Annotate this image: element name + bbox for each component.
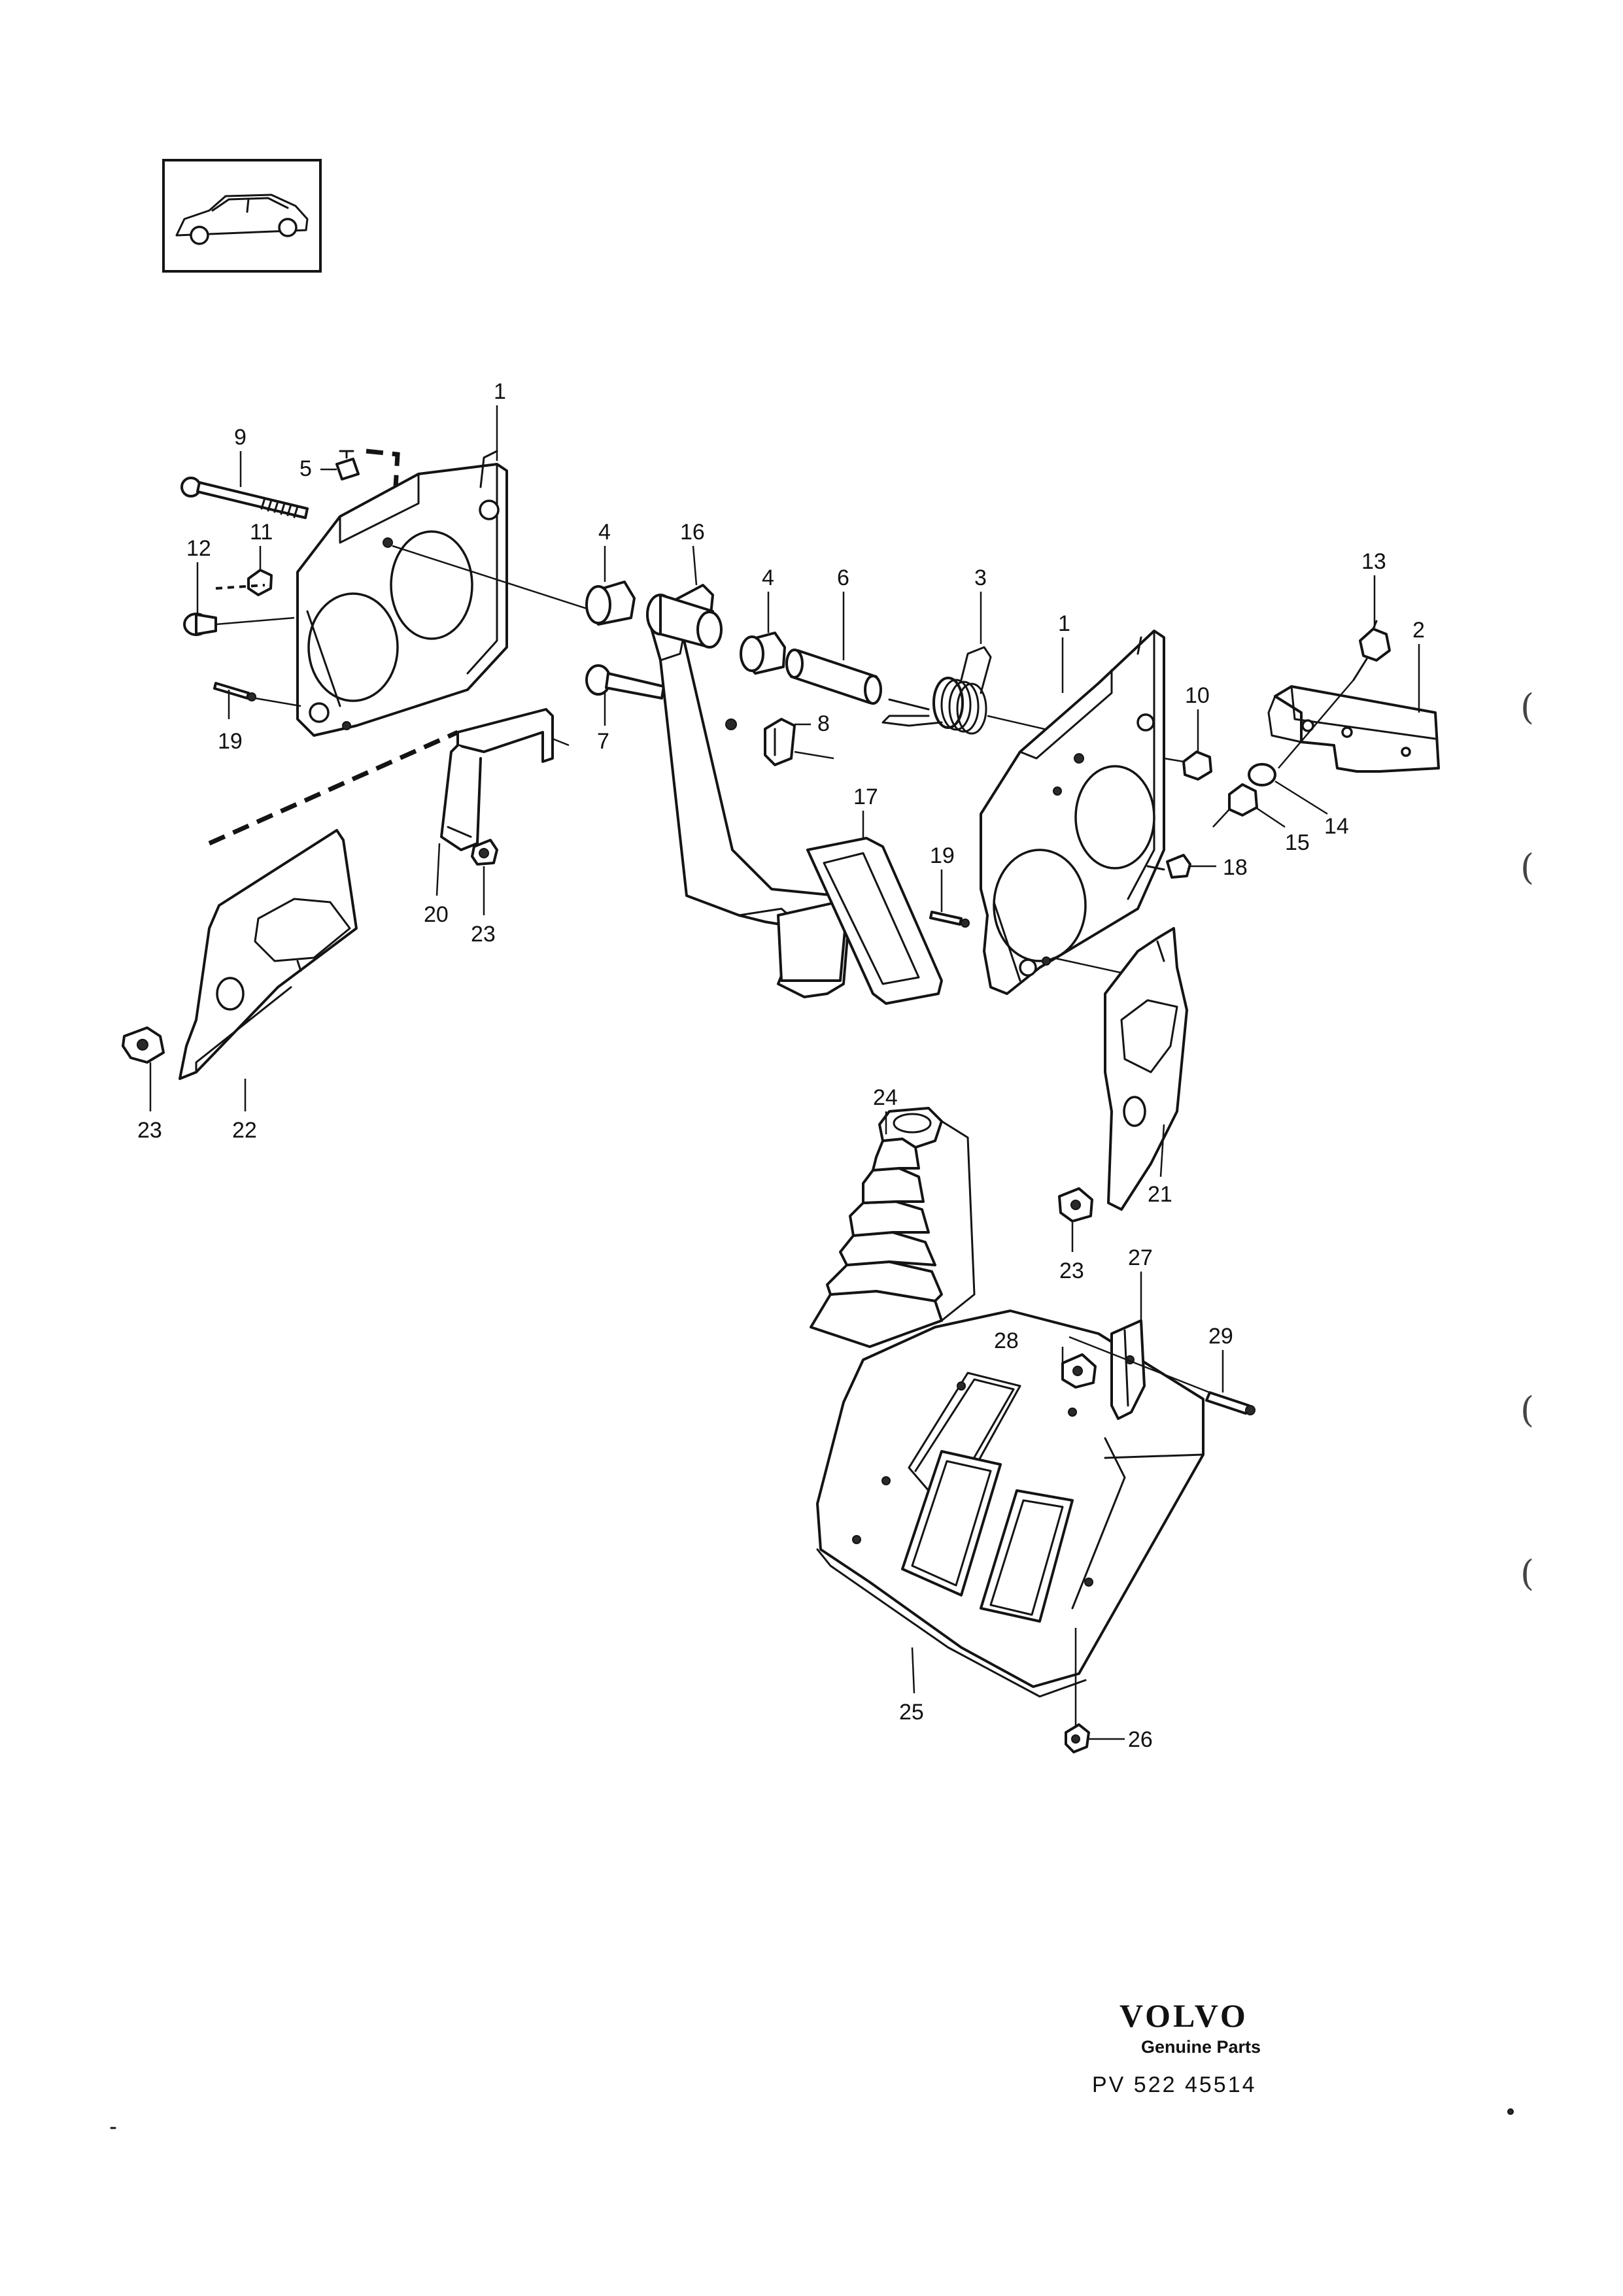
part-19-left-pin xyxy=(213,682,256,701)
callout-7: 7 xyxy=(597,729,609,754)
part-19-right-pin xyxy=(929,911,970,928)
callout-29: 29 xyxy=(1208,1324,1233,1349)
part-17-pedal-pad xyxy=(806,837,943,1005)
brand-logo: VOLVO xyxy=(1119,1997,1248,2034)
callout-23-right: 23 xyxy=(1059,1258,1084,1283)
part-15-nut xyxy=(1228,783,1258,817)
margin-mark-4: ( xyxy=(1520,1553,1534,1594)
callout-24: 24 xyxy=(873,1085,898,1110)
callout-11: 11 xyxy=(250,520,273,545)
callout-9: 9 xyxy=(234,425,247,450)
part-14-washer xyxy=(1248,763,1276,786)
part-4-right-bushing xyxy=(740,632,786,675)
car-icon xyxy=(175,194,309,245)
callout-4-left: 4 xyxy=(598,520,611,545)
brand-subtitle: Genuine Parts xyxy=(1141,2037,1261,2057)
callout-14: 14 xyxy=(1324,814,1349,839)
part-3-return-spring xyxy=(881,646,992,735)
callout-10: 10 xyxy=(1185,683,1210,708)
part-9-bolt xyxy=(180,477,309,519)
part-26-screw xyxy=(1065,1723,1090,1753)
part-23-clip-right xyxy=(1058,1187,1093,1223)
part-21-right-cover xyxy=(1104,927,1188,1211)
callout-25: 25 xyxy=(899,1700,924,1725)
part-23-clip-upper xyxy=(471,839,498,866)
callout-3: 3 xyxy=(974,566,987,590)
callout-4-right: 4 xyxy=(762,566,774,590)
callout-17: 17 xyxy=(853,785,878,809)
callout-2: 2 xyxy=(1412,618,1425,643)
part-23-clip-left xyxy=(122,1026,165,1064)
callout-28: 28 xyxy=(994,1328,1019,1353)
margin-mark-1: ( xyxy=(1520,686,1534,728)
callout-18: 18 xyxy=(1223,855,1248,880)
callout-23-upper: 23 xyxy=(471,922,496,947)
callout-8: 8 xyxy=(817,711,830,736)
part-10-nut xyxy=(1182,751,1212,781)
part-29-pin xyxy=(1068,1336,1256,1415)
part-28-clip xyxy=(1061,1353,1097,1389)
part-7-pivot-bolt xyxy=(585,664,665,700)
margin-mark-2: ( xyxy=(1520,847,1534,888)
part-20-bracket xyxy=(440,708,554,851)
callout-5: 5 xyxy=(299,456,312,481)
part-11-nut xyxy=(247,569,273,596)
footer-branding: VOLVO Genuine Parts PV 522 45514 xyxy=(1092,1997,1261,2097)
part-6-sleeve xyxy=(785,649,882,705)
callout-13: 13 xyxy=(1361,549,1386,574)
callout-1-left: 1 xyxy=(494,379,506,404)
callout-1-right: 1 xyxy=(1058,611,1070,636)
margin-mark-3: ( xyxy=(1520,1389,1534,1430)
part-number: PV 522 45514 xyxy=(1092,2072,1257,2097)
part-5-bolt xyxy=(335,450,360,481)
part-2-bracket xyxy=(1267,685,1440,773)
part-25-floor-cover xyxy=(816,1309,1204,1698)
part-13-switch xyxy=(1352,620,1391,681)
callout-19-right: 19 xyxy=(930,843,955,868)
callout-12: 12 xyxy=(186,536,211,561)
callout-26: 26 xyxy=(1128,1727,1153,1752)
callout-23-left: 23 xyxy=(137,1118,162,1143)
callout-22: 22 xyxy=(232,1118,257,1143)
part-24-boot xyxy=(810,1107,976,1348)
part-8-clip xyxy=(725,718,796,766)
part-22-left-cover xyxy=(179,829,358,1080)
callout-15: 15 xyxy=(1285,830,1310,855)
part-1-right-bracket xyxy=(980,630,1165,995)
callout-21: 21 xyxy=(1148,1182,1172,1207)
callout-20: 20 xyxy=(424,902,449,927)
part-4-left-bushing xyxy=(585,581,636,626)
callout-19-left: 19 xyxy=(218,729,243,754)
callout-6: 6 xyxy=(837,566,849,590)
part-12-bushing xyxy=(183,613,217,636)
callout-27: 27 xyxy=(1128,1245,1153,1270)
vehicle-thumbnail xyxy=(162,159,322,273)
part-16-hub xyxy=(646,594,723,649)
part-1-left-bracket xyxy=(296,450,508,737)
callout-16: 16 xyxy=(680,520,705,545)
part-18-clip xyxy=(1146,854,1191,879)
